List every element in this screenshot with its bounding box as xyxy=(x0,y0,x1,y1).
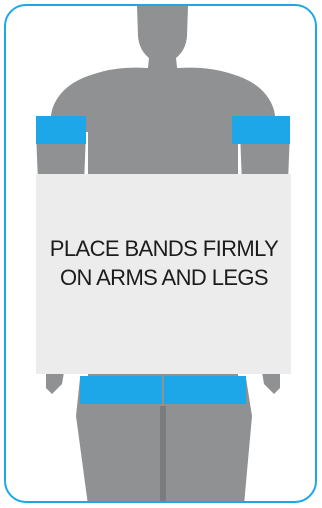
instruction-card: PLACE BANDS FIRMLY ON ARMS AND LEGS xyxy=(4,4,317,503)
instruction-line-2: ON ARMS AND LEGS xyxy=(24,263,304,292)
instruction-text: PLACE BANDS FIRMLY ON ARMS AND LEGS xyxy=(24,234,304,292)
head-shape xyxy=(137,6,188,76)
instruction-line-1: PLACE BANDS FIRMLY xyxy=(24,234,304,263)
right-leg-band xyxy=(164,376,246,404)
right-arm-band xyxy=(232,116,290,144)
leg-gap xyxy=(160,406,166,503)
left-leg-band xyxy=(80,376,162,404)
left-arm-band xyxy=(36,116,86,144)
